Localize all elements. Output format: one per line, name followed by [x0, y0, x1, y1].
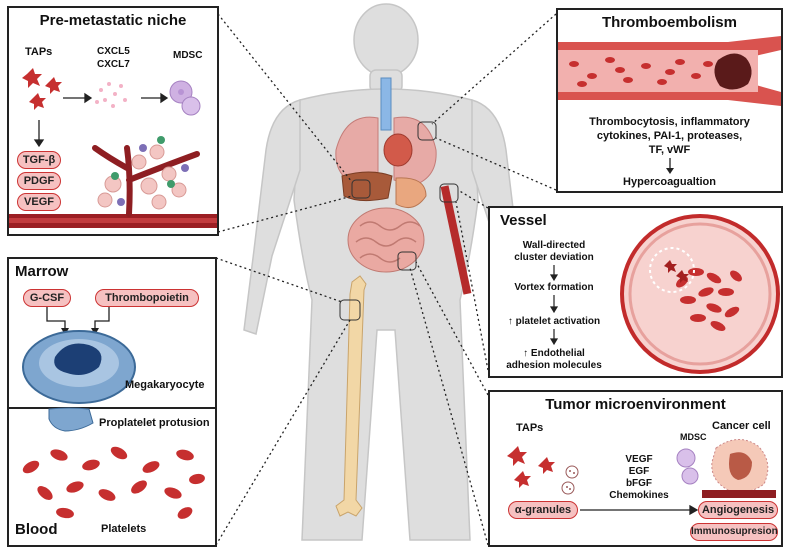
vessel-step2: Vortex formation: [514, 282, 594, 293]
proplatelet-label: Proplatelet protusion: [99, 417, 210, 429]
causes-line-3: TF, vWF: [648, 144, 691, 156]
tme-mdsc-label: MDSC: [680, 432, 707, 442]
mdsc-label: MDSC: [173, 50, 203, 61]
blood-title: Blood: [15, 521, 58, 538]
immunosuppression-pill: Immunosupresion: [690, 523, 778, 541]
pre-metastatic-niche-title: Pre-metastatic niche: [39, 12, 187, 29]
pre-metastatic-niche-panel: Pre-metastatic niche TAPs CXCL5 CXCL7 MD…: [7, 6, 219, 236]
hypercoagulation-label: Hypercoagualtion: [623, 176, 716, 188]
vessel-step1-line1: Wall-directed: [522, 240, 586, 251]
factor-pill-3: VEGF: [17, 193, 61, 211]
marrow-title: Marrow: [15, 263, 69, 280]
femur-bone: [335, 275, 367, 517]
tme-factor-4: Chemokines: [609, 490, 669, 501]
proplatelet-illustration: [22, 407, 205, 519]
blood-panel: Proplatelet protusion Blood Platelets: [7, 407, 217, 547]
tumor-microenvironment-panel: Tumor microenvironment TAPs MDSC Cancer …: [488, 390, 783, 547]
megakaryocyte-label: Megakaryocyte: [125, 379, 205, 391]
vessel-step1-line2: cluster deviation: [514, 252, 594, 263]
cancer-cell-label: Cancer cell: [712, 420, 771, 432]
angiogenesis-pill: Angiogenesis: [698, 501, 778, 519]
megakaryocyte-illustration: [22, 307, 136, 404]
thrombopoietin-pill: Thrombopoietin: [95, 289, 199, 307]
tme-illustration: [507, 439, 776, 516]
pre-metastatic-illustration: [9, 68, 217, 228]
factor-pill-1: TGF-β: [17, 151, 61, 169]
taps-label: TAPs: [25, 46, 53, 58]
causes-line-1: Thrombocytosis, inflammatory: [589, 116, 750, 128]
cxcl7-label: CXCL7: [97, 59, 130, 70]
vessel-flow-arrows: [549, 265, 559, 346]
tme-factor-2: EGF: [628, 466, 650, 477]
cxcl5-label: CXCL5: [97, 46, 130, 57]
tme-factor-3: bFGF: [625, 478, 653, 489]
down-arrow: [666, 158, 674, 174]
vessel-step3: ↑ platelet activation: [507, 316, 601, 327]
thromboembolism-title: Thromboembolism: [601, 14, 737, 31]
tme-taps-label: TAPs: [516, 422, 544, 434]
marrow-panel: Marrow G-CSF Thrombopoietin Megakaryocyt…: [7, 257, 217, 409]
factor-pill-2: PDGF: [17, 172, 61, 190]
platelets-label: Platelets: [101, 523, 147, 535]
vessel-clot-illustration: [558, 36, 781, 106]
vessel-cross-section: [620, 214, 780, 374]
thromboembolism-panel: Thromboembolism Thrombocytosis, inflamma…: [556, 8, 783, 193]
alpha-granules-pill: α-granules: [508, 501, 578, 519]
tme-title: Tumor microenvironment: [545, 396, 726, 413]
tme-factor-1: VEGF: [625, 454, 653, 465]
vessel-step4-line2: adhesion molecules: [506, 360, 602, 371]
vessel-step4-line1: ↑ Endothelial: [523, 348, 585, 359]
vessel-panel: Vessel Wall-directed cluster deviation V…: [488, 206, 783, 378]
vessel-title: Vessel: [500, 212, 547, 229]
gcsf-pill: G-CSF: [23, 289, 71, 307]
causes-line-2: cytokines, PAI-1, proteases,: [596, 130, 743, 142]
